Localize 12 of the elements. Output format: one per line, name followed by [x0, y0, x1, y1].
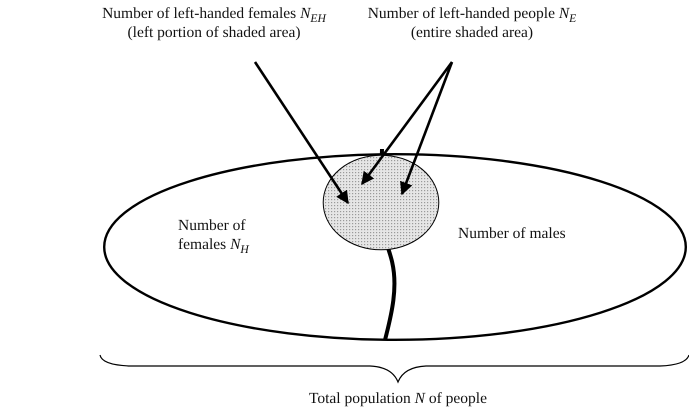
region-label: Number of females N$_{H}$ [178, 216, 250, 254]
note-label: (left portion of shaded area) [126, 23, 302, 42]
note-label: (entire shaded area) [410, 23, 534, 42]
shaded-circle [322, 154, 440, 251]
region-label: Number of left-handed females N$_{EH}$ [101, 4, 328, 23]
caption-label: Total population N of people [308, 390, 488, 408]
arrow [360, 61, 454, 186]
region-label: Number of males [458, 224, 567, 243]
region-label: Number of left-handed people N$_{E}$ [366, 4, 578, 23]
arrow [400, 62, 454, 196]
arrow [254, 61, 350, 204]
population-ellipse [103, 153, 687, 341]
